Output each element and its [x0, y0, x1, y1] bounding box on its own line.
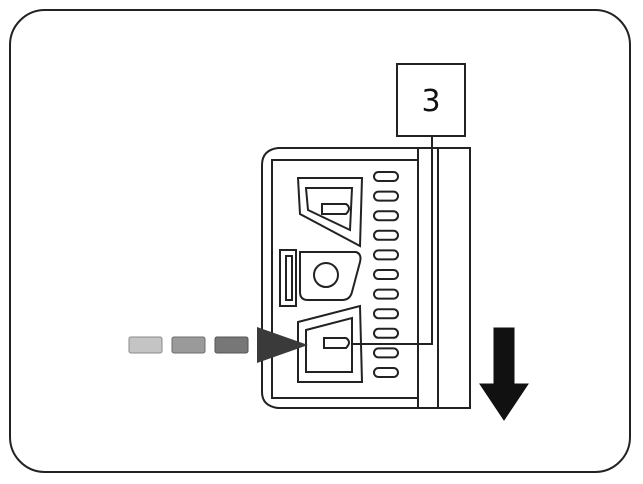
- terminal-pin-slot: [373, 327, 399, 339]
- terminal-pin-slot: [373, 288, 399, 300]
- lower-terminal-slot: [323, 337, 350, 349]
- callout-box: 3: [396, 63, 466, 137]
- side-lock-tab: [279, 249, 297, 307]
- upper-latch-inner: [304, 187, 354, 232]
- upper-latch-outer: [296, 177, 364, 248]
- lower-latch-inner: [305, 316, 353, 373]
- upper-latch: [296, 177, 364, 248]
- terminal-pin-slot: [373, 269, 399, 280]
- callout-number: 3: [421, 84, 440, 119]
- insertion-indicator: [128, 327, 308, 363]
- upper-terminal-slot: [321, 203, 350, 215]
- center-boss-circle: [313, 262, 339, 288]
- side-lock-inner: [285, 255, 293, 301]
- terminal-pin-slot: [373, 249, 399, 261]
- side-lock-outer: [279, 249, 297, 307]
- center-boss-frame: [299, 251, 362, 301]
- terminal-pin-column: [373, 171, 399, 378]
- housing-outer-shell: [261, 147, 471, 409]
- illustration-frame: [9, 9, 631, 473]
- terminal-pin-slot: [373, 229, 399, 241]
- callout-frame: [396, 63, 466, 137]
- center-boss: [299, 251, 362, 301]
- lower-latch: [297, 304, 364, 383]
- terminal-pin-slot: [373, 367, 399, 378]
- connector-housing: [261, 147, 471, 409]
- lower-latch-outer: [297, 304, 364, 383]
- terminal-pin-slot: [373, 308, 399, 320]
- arrow-down-icon: [479, 327, 529, 421]
- triangle-pointer-icon: [257, 327, 308, 363]
- terminal-pin-slot: [373, 210, 399, 222]
- callout-leader-line: [352, 136, 433, 345]
- terminal-pin-slot: [373, 171, 399, 182]
- insertion-dash-1: [128, 336, 163, 354]
- insertion-dash-2: [171, 336, 206, 354]
- insertion-dash-3: [214, 336, 249, 354]
- terminal-pin-slot: [373, 190, 399, 202]
- terminal-pin-slot: [373, 347, 399, 359]
